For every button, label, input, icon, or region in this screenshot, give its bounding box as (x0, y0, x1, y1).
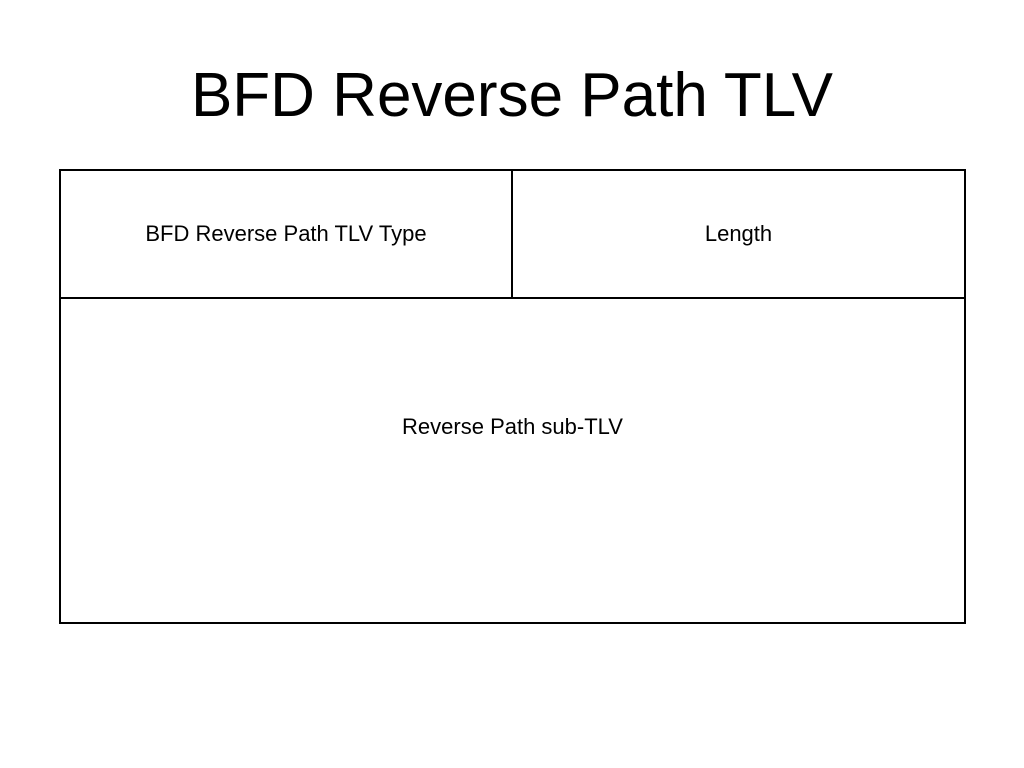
tlv-format-diagram: BFD Reverse Path TLV Type Length Reverse… (59, 169, 966, 624)
tlv-header-row: BFD Reverse Path TLV Type Length (61, 171, 964, 299)
reverse-path-sub-tlv-label: Reverse Path sub-TLV (402, 414, 623, 439)
tlv-length-label: Length (704, 221, 773, 246)
tlv-value-field: Reverse Path sub-TLV (61, 299, 964, 622)
tlv-length-field: Length (513, 171, 964, 297)
tlv-type-label: BFD Reverse Path TLV Type (145, 221, 427, 246)
tlv-type-field: BFD Reverse Path TLV Type (61, 171, 513, 297)
slide-title: BFD Reverse Path TLV (190, 61, 834, 130)
